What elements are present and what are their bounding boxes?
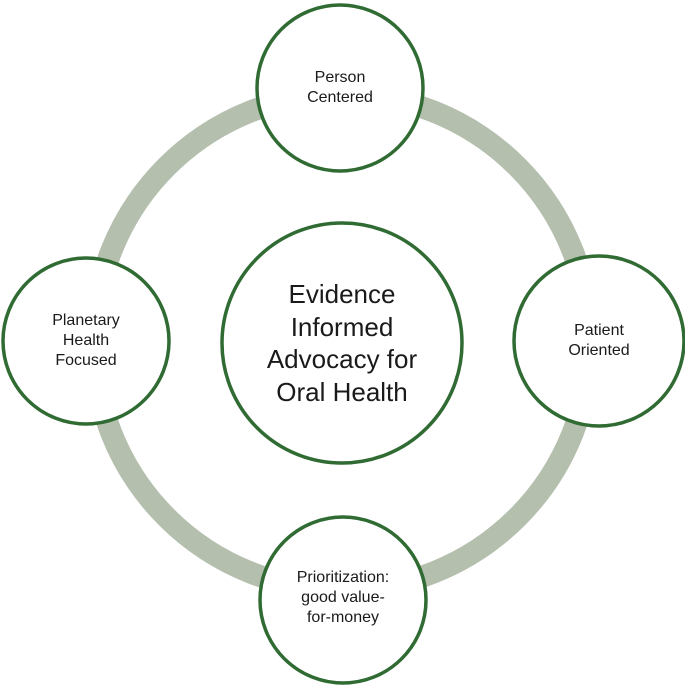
node-label-bottom: Prioritization: good value- for-money xyxy=(296,569,390,626)
node-circle-left xyxy=(1,256,171,426)
center-circle xyxy=(220,221,464,465)
node-circle-bottom xyxy=(258,515,428,685)
node-circle-right xyxy=(512,254,685,428)
node-label-right: Patient Oriented xyxy=(568,322,630,359)
center-label: Evidence Informed Advocacy for Oral Heal… xyxy=(266,279,418,407)
node-label-left: Planetary Health Focused xyxy=(52,312,120,369)
node-circle-top xyxy=(255,3,425,173)
node-label-top: Person Centered xyxy=(307,69,373,106)
